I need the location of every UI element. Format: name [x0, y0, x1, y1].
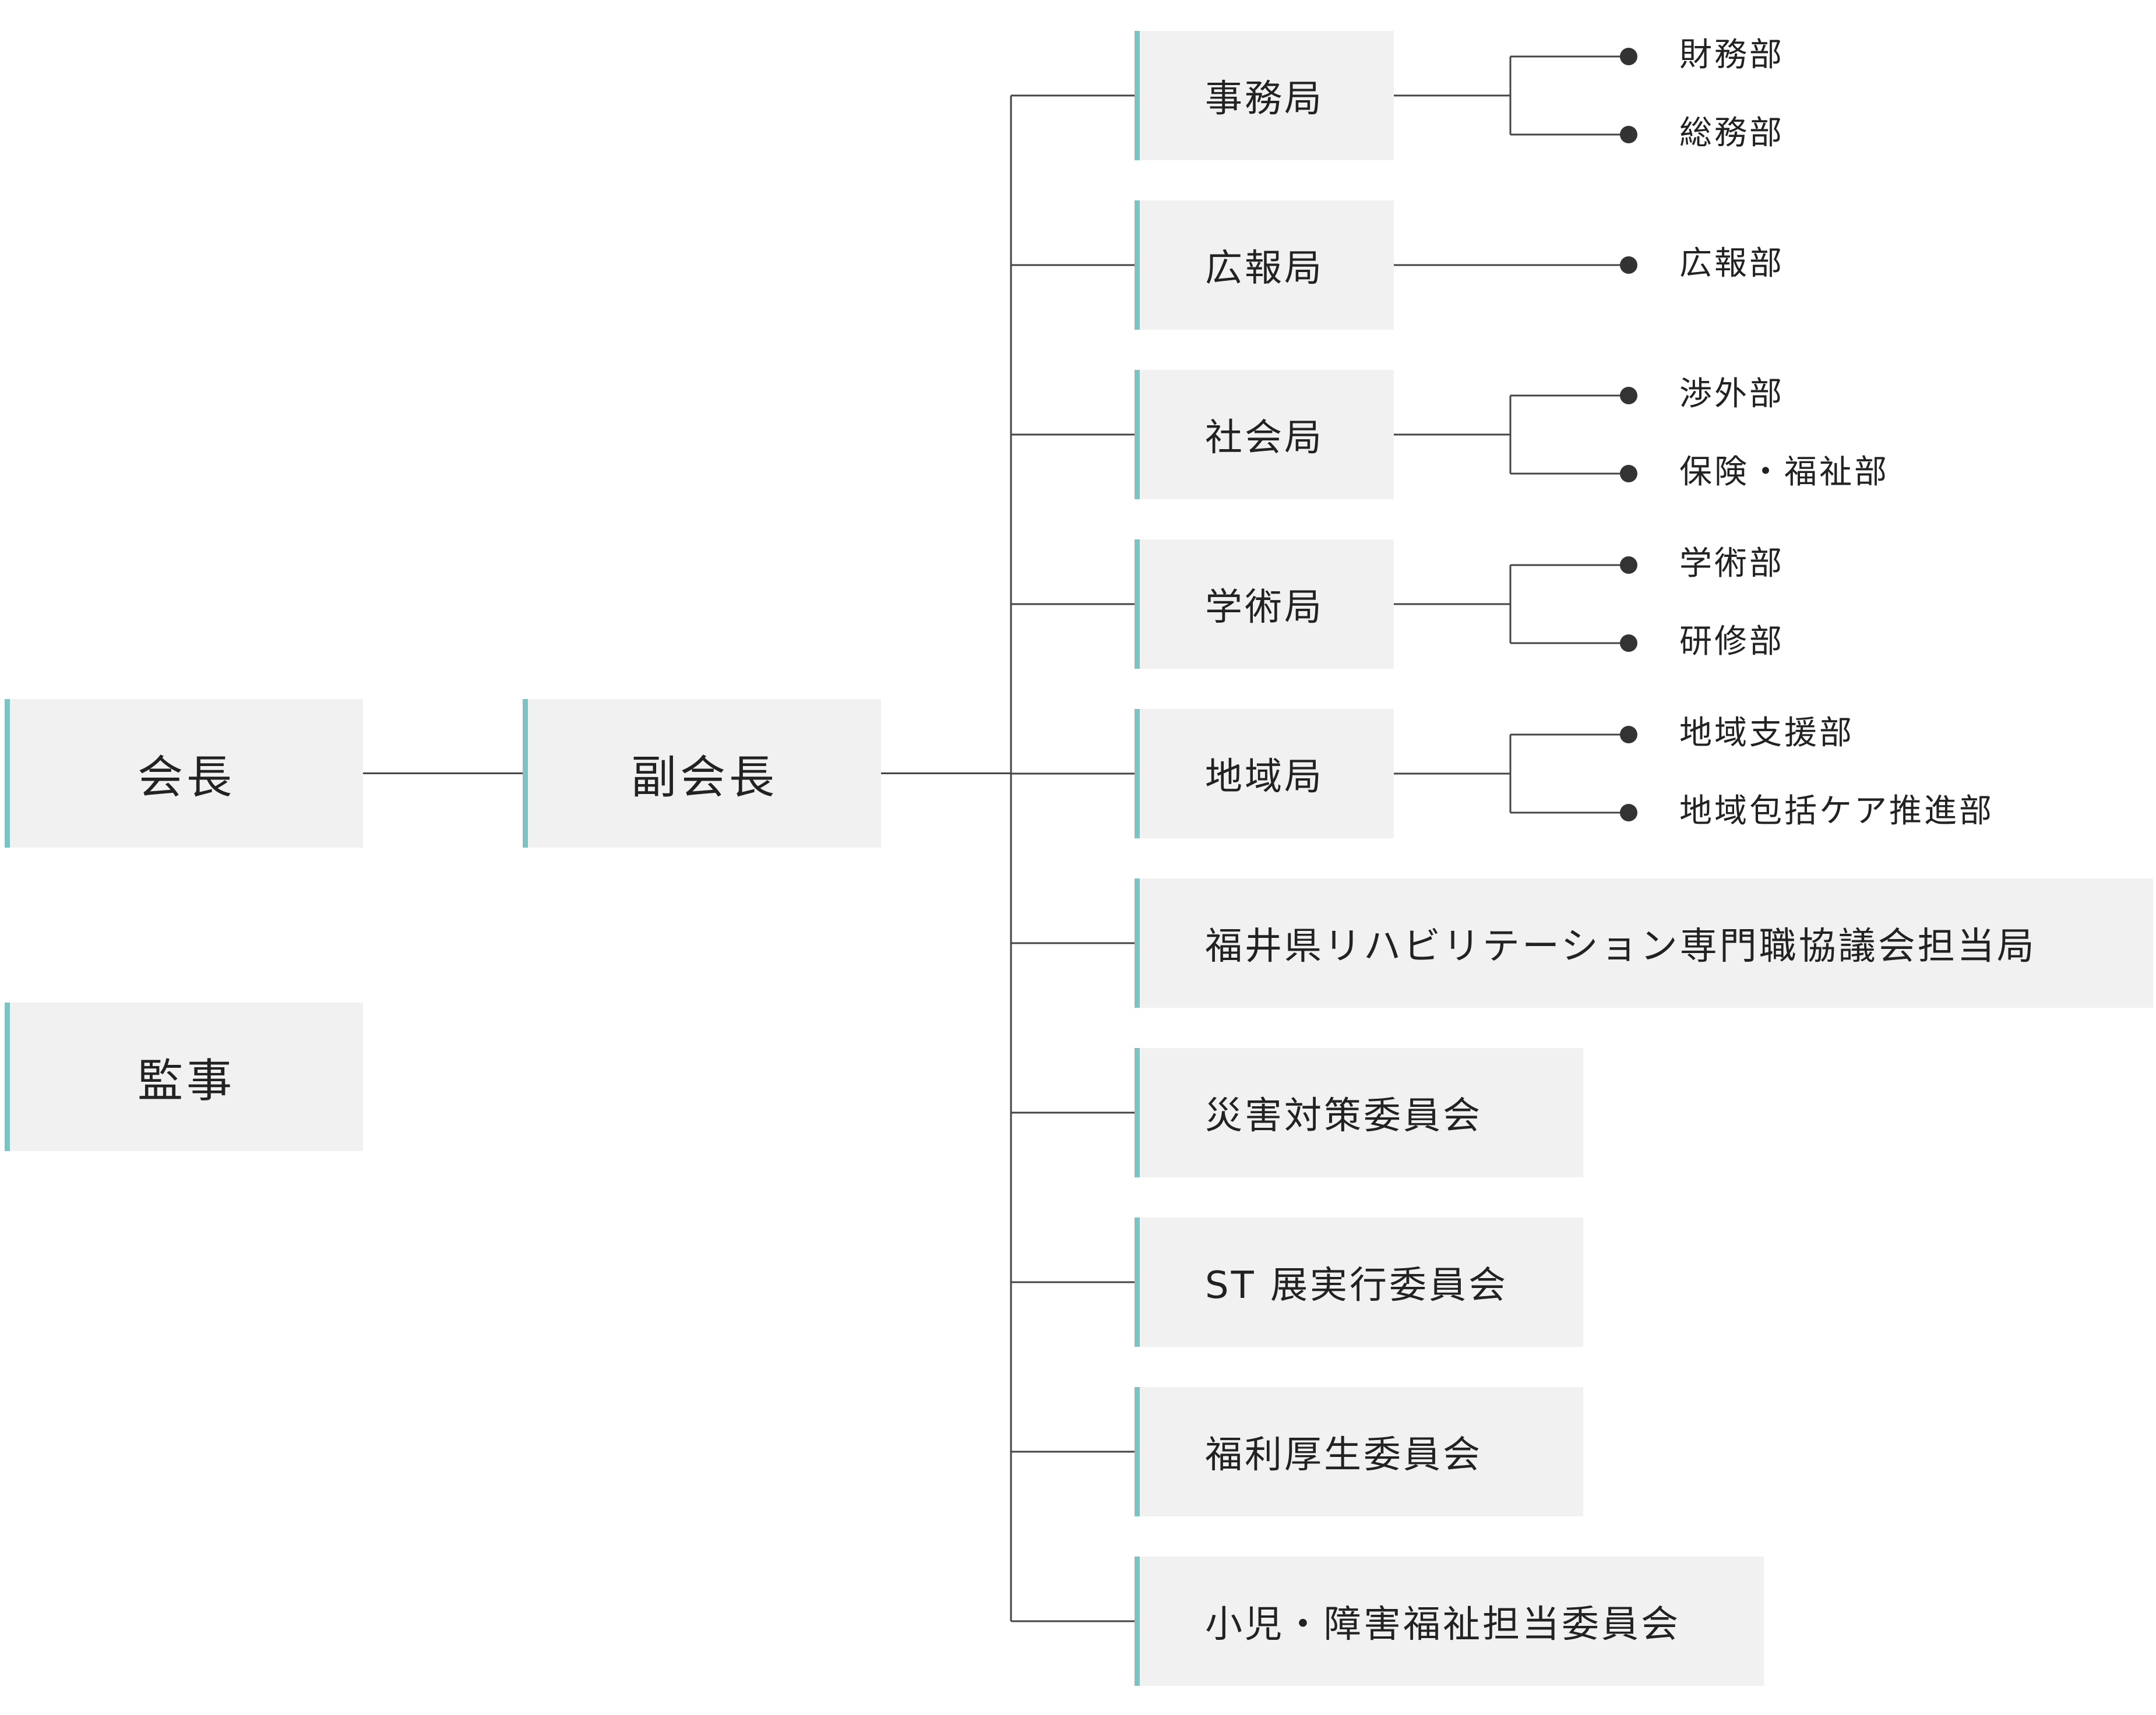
- department-label: 広報部: [1679, 245, 1784, 283]
- department-label: 学術部: [1679, 545, 1784, 583]
- bureau-box: 学術局: [1135, 539, 1394, 669]
- department-dot: [1620, 804, 1637, 821]
- department-dot: [1620, 634, 1637, 652]
- bureau-box: 小児・障害福祉担当委員会: [1135, 1557, 1764, 1686]
- department-label: 保険・福祉部: [1679, 453, 1889, 491]
- bureau-box: 広報局: [1135, 200, 1394, 330]
- bureau-box: 社会局: [1135, 370, 1394, 499]
- bureau-box: 地域局: [1135, 709, 1394, 838]
- department-label: 地域包括ケア推進部: [1679, 792, 1994, 830]
- bureau-label: 地域局: [1205, 756, 1324, 799]
- department-dot: [1620, 387, 1637, 404]
- department-label: 地域支援部: [1679, 714, 1854, 752]
- auditor-label: 監事: [137, 1054, 235, 1107]
- bureau-box: 事務局: [1135, 31, 1394, 160]
- department-dot: [1620, 256, 1637, 274]
- department-label: 研修部: [1679, 623, 1784, 661]
- department-dot: [1620, 48, 1637, 65]
- bureau-label: 災害対策委員会: [1205, 1095, 1482, 1138]
- department-label: 総務部: [1679, 114, 1784, 152]
- president-box: 会長: [5, 699, 363, 848]
- bureau-box: ST 展実行委員会: [1135, 1218, 1583, 1347]
- department-dot: [1620, 556, 1637, 574]
- department-dot: [1620, 126, 1637, 143]
- bureau-label: 福利厚生委員会: [1205, 1434, 1482, 1477]
- bureau-label: 小児・障害福祉担当委員会: [1205, 1603, 1681, 1646]
- bureau-label: 社会局: [1205, 417, 1324, 460]
- department-dot: [1620, 726, 1637, 743]
- bureau-label: 事務局: [1205, 77, 1324, 121]
- vice-president-box: 副会長: [523, 699, 881, 848]
- bureau-label: 広報局: [1205, 247, 1324, 290]
- bureau-box: 福井県リハビリテーション専門職協議会担当局: [1135, 878, 2153, 1008]
- president-label: 会長: [137, 751, 235, 804]
- bureau-label: ST 展実行委員会: [1205, 1264, 1509, 1307]
- bureau-box: 福利厚生委員会: [1135, 1387, 1583, 1516]
- department-dot: [1620, 465, 1637, 482]
- department-label: 財務部: [1679, 36, 1784, 74]
- vice-president-label: 副会長: [630, 751, 778, 804]
- bureau-label: 福井県リハビリテーション専門職協議会担当局: [1205, 925, 2037, 968]
- bureau-box: 災害対策委員会: [1135, 1048, 1583, 1177]
- department-label: 渉外部: [1679, 375, 1784, 413]
- auditor-box: 監事: [5, 1003, 363, 1151]
- bureau-label: 学術局: [1205, 586, 1324, 629]
